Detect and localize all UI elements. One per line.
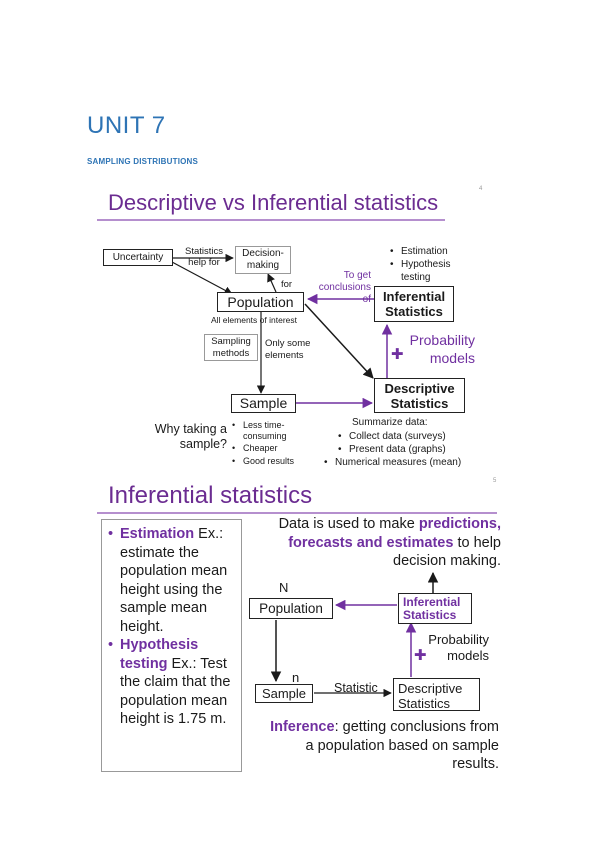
data-used-part-2: to help decision making. [393, 534, 501, 570]
plus-icon-2: ✚ [414, 647, 427, 664]
descriptive-statistics-box-2: Descriptive Statistics [393, 678, 480, 711]
data-used-highlight: predictions, forecasts and estimates [288, 516, 501, 551]
estimation-item: Estimation Ex.: estimate the population … [108, 525, 235, 636]
inferential-statistics-box-2: Inferential Statistics [398, 593, 472, 624]
sampling-methods-box: Sampling methods [204, 334, 258, 361]
reason-item: Cheaper [232, 442, 312, 455]
reasons-list: Less time-consuming Cheaper Good results [232, 420, 312, 468]
n-lower-label: n [292, 670, 300, 685]
estimation-text: Ex.: estimate the population mean height… [120, 526, 228, 635]
inference-definition: : getting conclusions from a population … [305, 719, 499, 772]
statistic-label: Statistic [334, 681, 378, 695]
probability-models-label-1: Probability models [409, 332, 475, 366]
sample-box-2: Sample [255, 684, 313, 703]
inference-text: Inference: getting conclusions from a po… [263, 718, 499, 774]
inference-term: Inference [270, 719, 335, 735]
n-upper-label: N [279, 580, 289, 595]
hypothesis-item: Hypothesis testing Ex.: Test the claim t… [108, 636, 235, 729]
inferential-item: Hypothesis testing [390, 258, 463, 284]
inferential-item: Estimation [390, 245, 463, 258]
hypothesis-term: Hypothesis testing [120, 637, 199, 672]
only-some-elements-label: Only some elements [265, 338, 311, 361]
for-label: for [281, 279, 293, 290]
plus-icon: ✚ [391, 346, 404, 363]
unit-subtitle: SAMPLING DISTRIBUTIONS [87, 157, 199, 166]
estimation-term: Estimation [120, 526, 195, 542]
sample-box-1: Sample [231, 394, 296, 413]
descriptive-statistics-box-1: Descriptive Statistics [374, 378, 465, 413]
slide2-title-rule [97, 512, 497, 514]
data-used-text: Data is used to make predictions, foreca… [246, 515, 501, 571]
statistics-help-for-label: Statistics help for [184, 246, 223, 268]
probability-models-label-2: Probability models [428, 632, 489, 663]
examples-box: Estimation Ex.: estimate the population … [101, 519, 242, 772]
summarize-list: Collect data (surveys) Present data (gra… [324, 430, 461, 469]
reason-item: Less time-consuming [232, 420, 303, 442]
inferential-items-list: Estimation Hypothesis testing [390, 245, 463, 284]
slide1-title-rule [97, 219, 445, 221]
why-sample-label: Why taking a sample? [154, 422, 227, 451]
summarize-item: Numerical measures (mean) [324, 456, 461, 469]
slide2-page-number: 5 [493, 478, 497, 484]
to-get-conclusions-label: To get conclusions of [318, 270, 371, 305]
slide1-page-number: 4 [479, 186, 483, 192]
summarize-item: Present data (graphs) [338, 443, 461, 456]
all-elements-label: All elements of interest [211, 315, 297, 325]
inferential-statistics-box-1: Inferential Statistics [374, 286, 454, 322]
summarize-title: Summarize data: [352, 417, 428, 428]
slide2-title: Inferential statistics [108, 482, 313, 509]
slide1-title: Descriptive vs Inferential statistics [108, 190, 439, 215]
reason-item: Good results [232, 455, 312, 468]
uncertainty-box: Uncertainty [103, 249, 173, 266]
population-box-1: Population [217, 292, 304, 312]
hypothesis-text: Ex.: Test the claim that the population … [120, 655, 231, 728]
unit-title: UNIT 7 [87, 112, 166, 139]
summarize-item: Collect data (surveys) [338, 430, 461, 443]
examples-list: Estimation Ex.: estimate the population … [108, 525, 235, 729]
population-box-2: Population [249, 598, 333, 619]
data-used-part-1: Data is used to make [278, 516, 419, 532]
decision-making-box: Decision-making [235, 246, 291, 274]
